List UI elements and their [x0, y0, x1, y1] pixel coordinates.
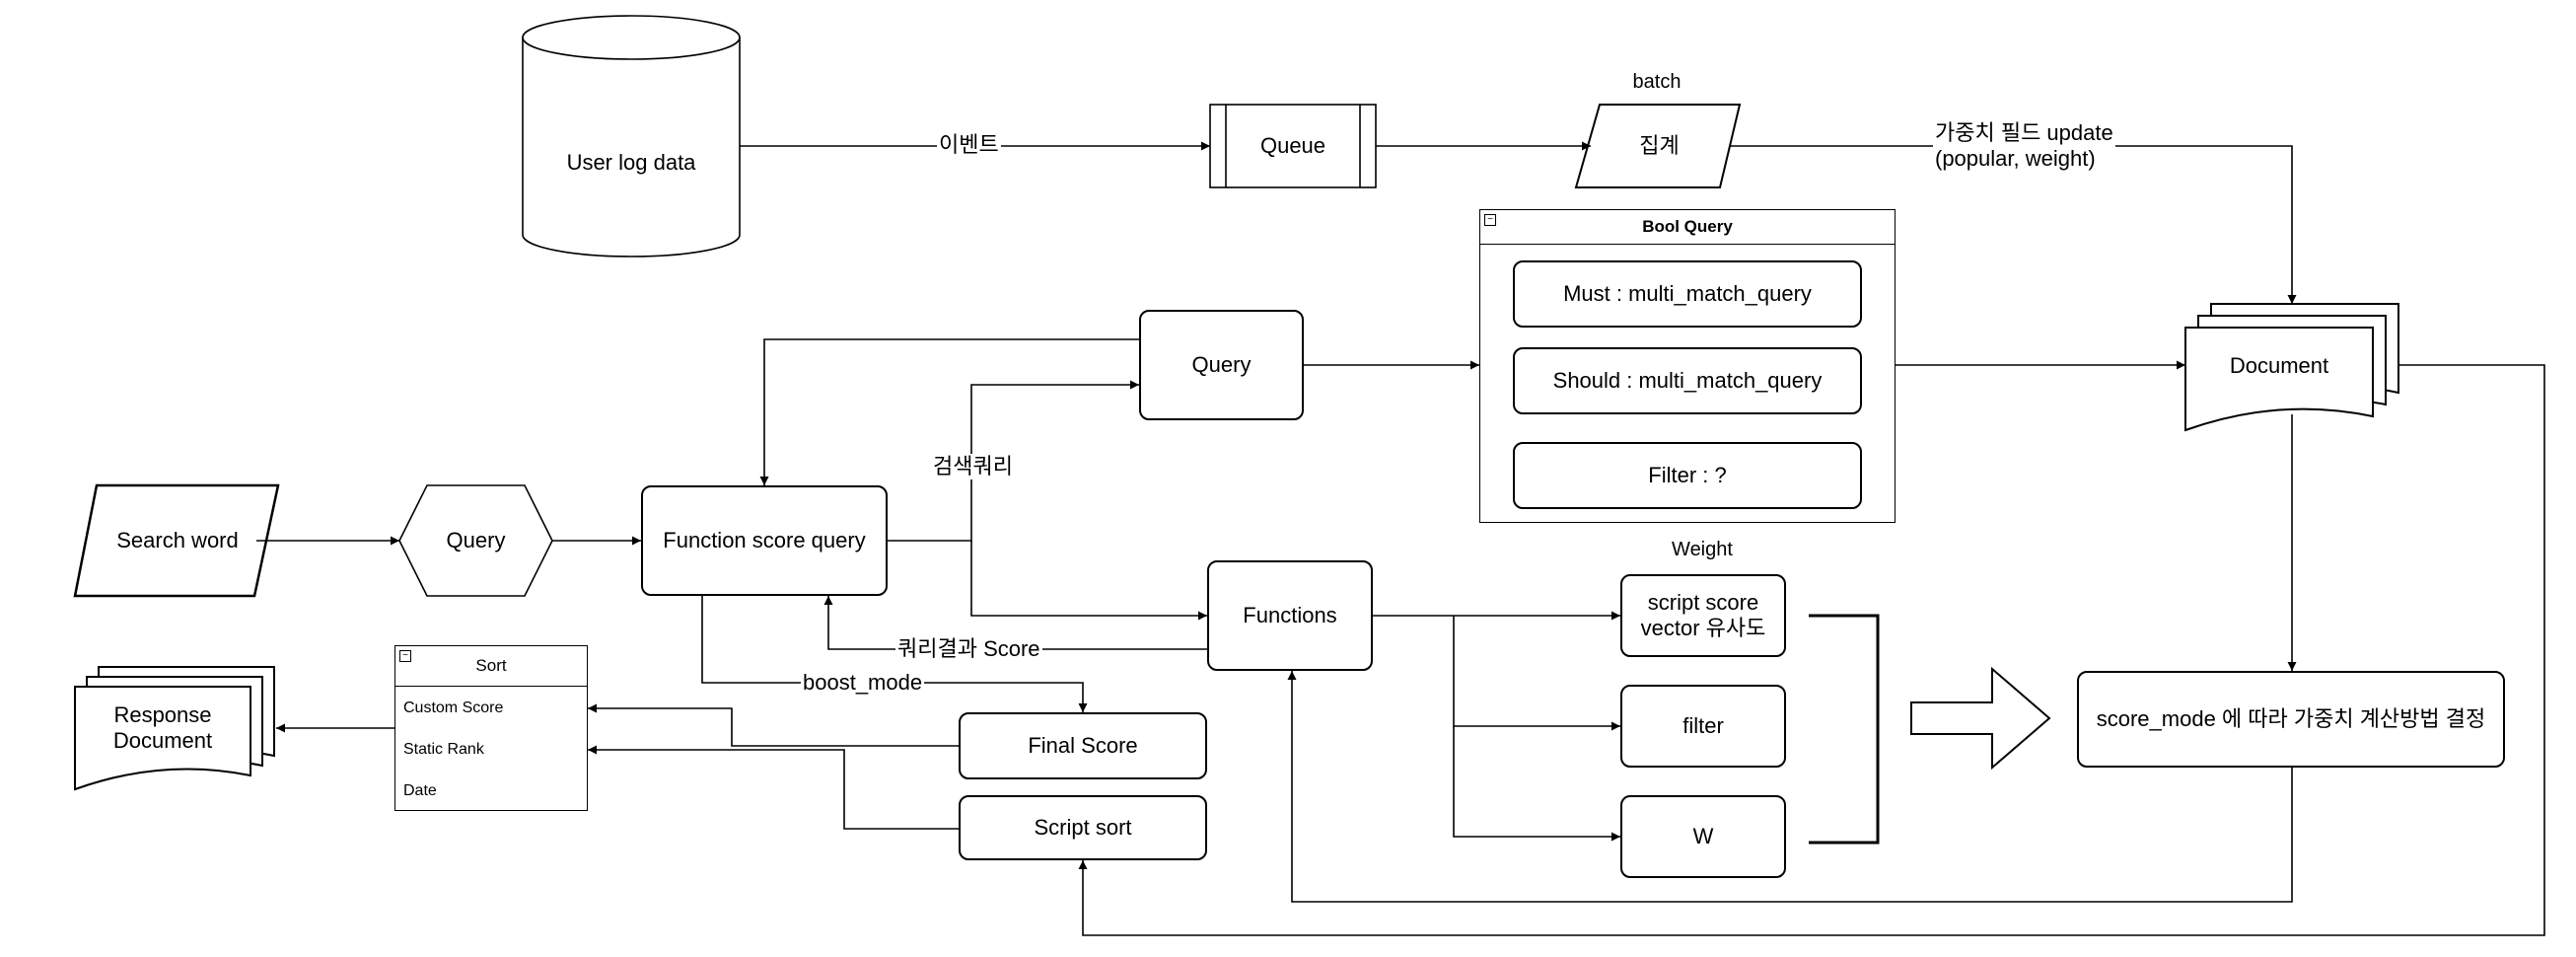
query-result-score-label: 쿼리결과 Score [895, 636, 1042, 663]
bool-query-title-text: Bool Query [1642, 217, 1733, 236]
edge-fsq-functions [970, 541, 1207, 621]
edge-querytop-fsq [759, 338, 1139, 485]
response-document-label: Response Document [112, 701, 213, 753]
document-label: Document [2229, 352, 2329, 378]
edge-functions-w [1453, 726, 1620, 842]
weights-bracket [1809, 614, 1880, 845]
bool-query-title: − Bool Query [1480, 210, 1895, 245]
edge-document-scriptsort [1078, 364, 2545, 936]
must-clause: Must : multi_match_query [1513, 260, 1862, 328]
edge-functions-filter [1453, 616, 1620, 731]
query-hex-label: Query [446, 527, 506, 552]
search-query-label: 검색쿼리 [931, 454, 1015, 480]
sort-row-custom-score: Custom Score [403, 699, 504, 716]
search-word-shape [73, 483, 280, 598]
sort-title-text: Sort [475, 656, 507, 675]
function-score-query-node: Function score query [641, 485, 888, 596]
document-shape [2184, 303, 2399, 432]
sort-panel: − Sort Custom Score Static Rank Date [394, 645, 588, 811]
final-score-node: Final Score [959, 712, 1207, 779]
edge-scriptsort-sort [588, 745, 959, 830]
sort-title: − Sort [395, 646, 587, 687]
collapse-icon[interactable]: − [1484, 214, 1496, 226]
score-mode-node: score_mode 에 따라 가중치 계산방법 결정 [2077, 671, 2505, 768]
edge-scoremode-functions [1287, 671, 2293, 903]
collapse-icon[interactable]: − [399, 650, 411, 662]
batch-label: batch [1632, 71, 1682, 93]
user-log-data-label: User log data [566, 149, 696, 175]
edge-finalscore-sort [588, 703, 959, 747]
queue-label: Queue [1259, 132, 1326, 158]
sort-row-date: Date [403, 782, 437, 799]
weight-label: Weight [1672, 539, 1733, 560]
script-score-node: script score vector 유사도 [1620, 574, 1786, 657]
script-sort-node: Script sort [959, 795, 1207, 860]
filter-function-node: filter [1620, 685, 1786, 768]
aggregate-shape [1574, 104, 1742, 188]
big-right-arrow [1910, 666, 2051, 771]
response-document-shape [74, 666, 275, 791]
w-node: W [1620, 795, 1786, 878]
search-word-label: Search word [116, 527, 239, 552]
event-label: 이벤트 [937, 132, 1001, 159]
query-node: Query [1139, 310, 1304, 420]
weight-update-label: 가중치 필드 update (popular, weight) [1933, 120, 2115, 173]
sort-row-static-rank: Static Rank [403, 741, 484, 758]
should-clause: Should : multi_match_query [1513, 347, 1862, 414]
aggregate-label: 집계 [1639, 132, 1680, 158]
edge-functions-fsq [823, 596, 1207, 650]
edge-aggregate-document [1730, 145, 2297, 304]
queue-shape [1209, 104, 1377, 188]
cylinder-shape [522, 15, 741, 258]
filter-clause: Filter : ? [1513, 442, 1862, 509]
functions-node: Functions [1207, 560, 1373, 671]
boost-mode-label: boost_mode [801, 670, 925, 697]
